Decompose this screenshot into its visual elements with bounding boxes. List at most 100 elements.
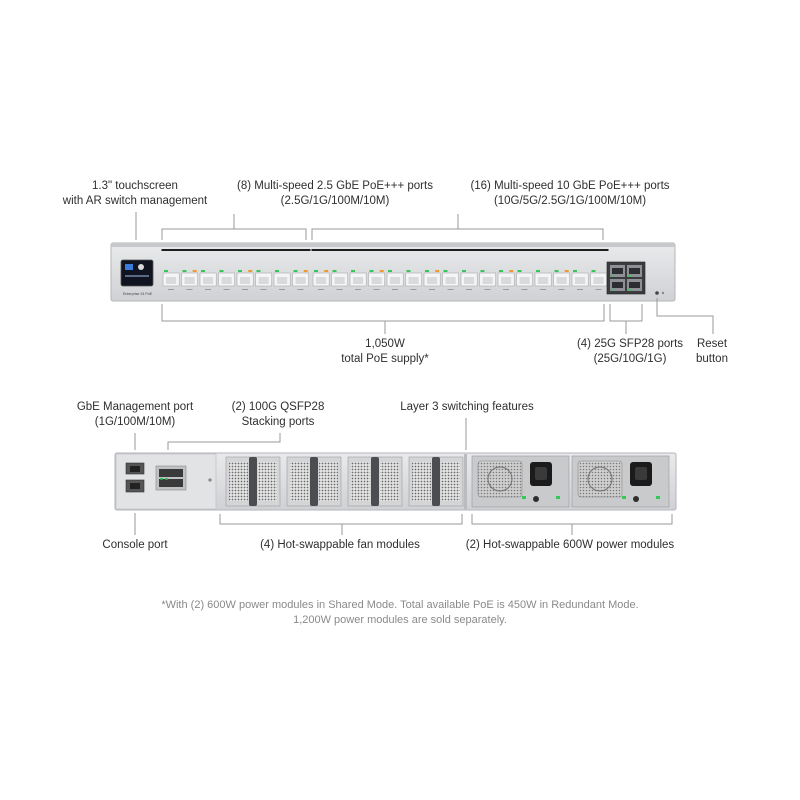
- port-group-bar: [161, 249, 311, 251]
- port-led-icon: [164, 270, 168, 272]
- qsfp28-label: (2) 100G QSFP28 Stacking ports: [231, 401, 325, 428]
- port-led-icon: [443, 270, 448, 272]
- rj45-jack-icon: [427, 277, 438, 284]
- screen-bar-icon: [125, 275, 149, 277]
- poe-supply-label: 1,050W total PoE supply*: [341, 338, 429, 365]
- port-number-mark: [503, 289, 509, 290]
- port-group-bar: [311, 249, 461, 251]
- fans-bracket: [219, 514, 463, 525]
- fan-grille-icon: [441, 462, 460, 501]
- footnote: *With (2) 600W power modules in Shared M…: [161, 599, 639, 626]
- sfp28-label: (4) 25G SFP28 ports (25G/10G/1G): [576, 338, 684, 365]
- port-number-mark: [373, 289, 380, 290]
- port-led-icon: [293, 270, 298, 272]
- sfp28-slot-icon: [612, 282, 623, 288]
- rj45-jack-icon: [371, 277, 382, 284]
- port-number-mark: [205, 289, 211, 290]
- touchscreen-label: 1.3" touchscreen with AR switch manageme…: [62, 180, 208, 207]
- port-number-mark: [297, 289, 304, 290]
- front-callouts: [135, 212, 714, 334]
- port-led-icon: [192, 270, 197, 272]
- ports-10g-bracket: [311, 228, 604, 240]
- rj45-jack-icon: [593, 277, 604, 284]
- psu-fan-grille-icon: [477, 460, 523, 498]
- rj45-jack-icon: [464, 277, 475, 284]
- ac-inlet-socket-icon: [535, 467, 547, 480]
- port-led-icon: [591, 270, 596, 272]
- port-led-icon: [303, 270, 308, 272]
- rear-callouts: [134, 418, 673, 535]
- port-led-icon: [379, 270, 384, 272]
- layer3-label: Layer 3 switching features: [400, 401, 534, 413]
- port-number-mark: [355, 289, 361, 290]
- sfp28-slot-icon: [612, 268, 623, 274]
- psu-latch[interactable]: [533, 496, 539, 502]
- console-port-label: Console port: [102, 539, 168, 551]
- port-led-icon: [564, 270, 569, 272]
- poe-bracket: [161, 304, 605, 322]
- fan-handle[interactable]: [310, 457, 318, 506]
- psu-fan-ring-icon: [487, 466, 513, 492]
- port-number-mark: [447, 289, 454, 290]
- ports-10g-label: (16) Multi-speed 10 GbE PoE+++ ports (10…: [470, 180, 670, 207]
- rj45-jack-icon: [501, 277, 512, 284]
- fan-grille-icon: [351, 462, 370, 501]
- rj45-jack-icon: [538, 277, 549, 284]
- port-number-mark: [168, 289, 174, 290]
- reset-button[interactable]: [655, 291, 659, 295]
- psu-latch[interactable]: [633, 496, 639, 502]
- port-led-icon: [248, 270, 253, 272]
- qsfp28-led-2-icon: [165, 478, 168, 480]
- port-number-mark: [577, 289, 583, 290]
- fan-module-group: [225, 456, 464, 507]
- fan-grille-icon: [290, 462, 309, 501]
- rj45-jack-icon: [277, 277, 288, 284]
- port-led-icon: [406, 270, 411, 272]
- port-group-bar: [459, 249, 609, 251]
- fan-handle[interactable]: [432, 457, 440, 506]
- qsfp28-port-1[interactable]: [159, 469, 183, 477]
- rj45-jack-icon: [203, 277, 214, 284]
- port-led-icon: [435, 270, 440, 272]
- qsfp28-port-2[interactable]: [159, 479, 183, 487]
- rj45-jack-icon: [445, 277, 456, 284]
- psu-led-icon: [522, 496, 526, 499]
- port-number-mark: [392, 289, 398, 290]
- port-number-mark: [595, 289, 602, 290]
- psu-fan-grille-icon: [577, 460, 623, 498]
- reset-label: Reset button: [696, 338, 728, 365]
- fan-handle[interactable]: [371, 457, 379, 506]
- touchscreen[interactable]: [120, 259, 154, 287]
- ports-2-5g-label: (8) Multi-speed 2.5 GbE PoE+++ ports (2.…: [237, 180, 433, 207]
- port-number-mark: [484, 289, 491, 290]
- port-number-mark: [466, 289, 472, 290]
- port-number-mark: [336, 289, 343, 290]
- reset-callout: [656, 298, 714, 334]
- port-number-mark: [410, 289, 417, 290]
- power-module-group: [471, 455, 670, 508]
- rj45-jack-icon: [353, 277, 364, 284]
- screen-status-icon: [138, 264, 144, 270]
- port-number-mark: [223, 289, 230, 290]
- sfp28-led-icon: [628, 275, 631, 277]
- port-led-icon: [256, 270, 261, 272]
- rear-divider: [464, 454, 467, 509]
- port-led-icon: [201, 270, 205, 272]
- rj45-jack-icon: [519, 277, 530, 284]
- port-number-mark: [279, 289, 285, 290]
- port-led-icon: [182, 270, 187, 272]
- port-led-icon: [480, 270, 485, 272]
- sfp28-led-icon: [611, 289, 614, 291]
- mgmt-port-label: GbE Management port (1G/100M/10M): [76, 401, 194, 428]
- sfp28-bracket: [609, 304, 643, 322]
- rj45-jack-icon: [258, 277, 269, 284]
- console-port-jack-icon: [130, 483, 140, 489]
- port-number-mark: [429, 289, 435, 290]
- rj45-jack-icon: [556, 277, 567, 284]
- port-led-icon: [425, 270, 429, 272]
- rj45-port-row: [161, 249, 609, 290]
- fan-handle[interactable]: [249, 457, 257, 506]
- sfp28-led-icon: [611, 275, 614, 277]
- rj45-jack-icon: [295, 277, 306, 284]
